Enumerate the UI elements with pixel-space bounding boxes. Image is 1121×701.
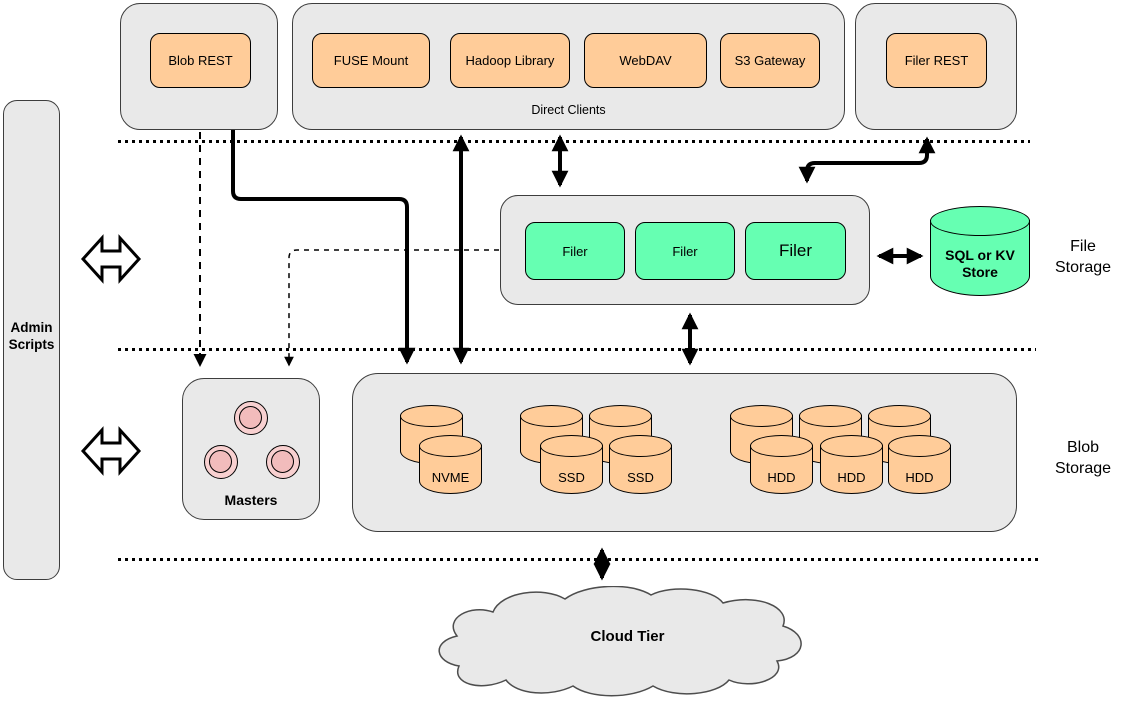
ssd-cylinder: SSD [608,435,673,494]
master-node-circle [234,401,268,435]
arrow-filerrest-filer [798,136,936,184]
blob-storage-section-label: Blob Storage [1054,439,1112,477]
filer-box-2: Filer [635,222,735,280]
filer-box-3: Filer [745,222,846,280]
filer-box-1: Filer [525,222,625,280]
webdav-box: WebDAV [584,33,707,88]
separator-blob-cloud [118,558,1040,561]
sql-kv-store-cylinder: SQL or KV Store [929,206,1031,296]
hdd-cylinder: HDD [887,435,952,494]
ssd-cylinder: SSD [539,435,604,494]
ssd-label: SSD [627,470,654,485]
hdd-label: HDD [767,470,796,485]
masters-container: Masters [182,378,320,520]
hdd-cylinder: HDD [819,435,884,494]
admin-file-storage-bidirectional-arrow [80,234,142,284]
master-node-circle [204,445,238,479]
blob-rest-box: Blob REST [150,33,251,88]
file-storage-section-label: File Storage [1054,238,1112,276]
s3-gateway-box: S3 Gateway [720,33,820,88]
master-node-circle [266,445,300,479]
hdd-cylinder: HDD [749,435,814,494]
nvme-label: NVME [431,470,470,485]
fuse-mount-box: FUSE Mount [312,33,430,88]
masters-label: Masters [224,492,278,508]
separator-file-blob-storage [118,348,1036,351]
admin-blob-storage-bidirectional-arrow [80,426,142,476]
nvme-cylinder: NVME [418,435,483,494]
sql-kv-store-label: SQL or KV Store [945,247,1015,280]
hadoop-library-box: Hadoop Library [450,33,570,88]
hdd-label: HDD [837,470,866,485]
arrow-blobrest-to-blobstorage [231,130,416,365]
admin-scripts-label: Admin Scripts [8,320,55,352]
cloud-tier-label: Cloud Tier [590,628,665,645]
separator-clients-file-storage [118,140,1030,143]
admin-scripts-bar: Admin Scripts [3,100,60,580]
direct-clients-label: Direct Clients [531,103,606,117]
filer-rest-box: Filer REST [886,33,987,88]
hdd-label: HDD [905,470,934,485]
ssd-label: SSD [558,470,585,485]
